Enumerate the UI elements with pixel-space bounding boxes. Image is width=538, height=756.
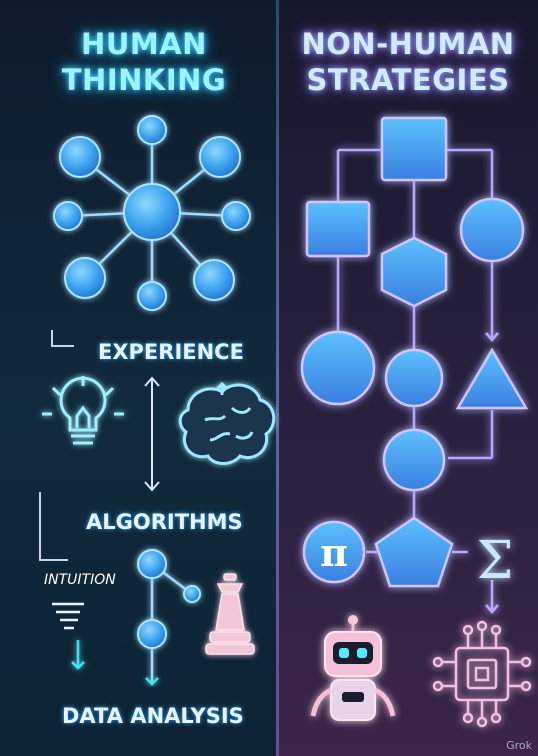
- down-arrow-icon: [71, 640, 85, 670]
- flow-circle: [382, 428, 446, 492]
- network-node: [221, 201, 251, 231]
- flowchart-connectors: [336, 148, 499, 614]
- chain-node: [137, 619, 167, 649]
- double-arrow-icon: [144, 376, 160, 492]
- network-node: [137, 281, 167, 311]
- network-node: [193, 259, 235, 301]
- network-node: [137, 115, 167, 145]
- robot-icon: [310, 615, 396, 721]
- algorithms-label: ALGORITHMS: [86, 510, 243, 534]
- left-title: HUMAN THINKING: [10, 26, 278, 98]
- network-node: [59, 136, 101, 178]
- left-title-line2: THINKING: [61, 63, 227, 97]
- chain-node: [137, 549, 167, 579]
- data-analysis-label: DATA ANALYSIS: [62, 704, 244, 728]
- bracket-line: [39, 492, 68, 561]
- flow-triangle: [455, 347, 529, 410]
- sigma-symbol: Σ: [477, 531, 514, 591]
- bracket-line: [51, 330, 74, 347]
- network-node: [53, 201, 83, 231]
- notebook-icon: [52, 602, 84, 630]
- flow-circle: [300, 330, 376, 406]
- chain-node: [183, 585, 201, 603]
- right-title-line1: NON-HUMAN: [301, 27, 515, 61]
- flow-hexagon: [380, 236, 448, 308]
- down-arrow-icon: [145, 677, 159, 686]
- left-title-line1: HUMAN: [81, 27, 207, 61]
- grok-watermark: Grok: [506, 739, 532, 752]
- lightbulb-icon: [42, 376, 124, 445]
- intuition-label: INTUITION: [44, 572, 116, 588]
- flow-circle: [459, 197, 525, 263]
- experience-label: EXPERIENCE: [98, 340, 244, 364]
- pi-symbol: π: [320, 530, 348, 575]
- right-title-line2: STRATEGIES: [306, 63, 510, 97]
- chip-icon: [432, 620, 532, 728]
- chess-king-icon: [205, 573, 255, 655]
- flow-square: [380, 116, 448, 182]
- network-node: [64, 257, 106, 299]
- flow-pentagon: [374, 516, 454, 588]
- right-title: NON-HUMAN STRATEGIES: [278, 26, 538, 98]
- network-node: [199, 136, 241, 178]
- hub-node: [123, 183, 181, 241]
- panel-divider: [276, 0, 279, 756]
- flow-square: [305, 200, 371, 258]
- flow-circle: [384, 348, 444, 408]
- flow-circle-pi: [302, 520, 366, 584]
- brain-icon: [178, 381, 276, 465]
